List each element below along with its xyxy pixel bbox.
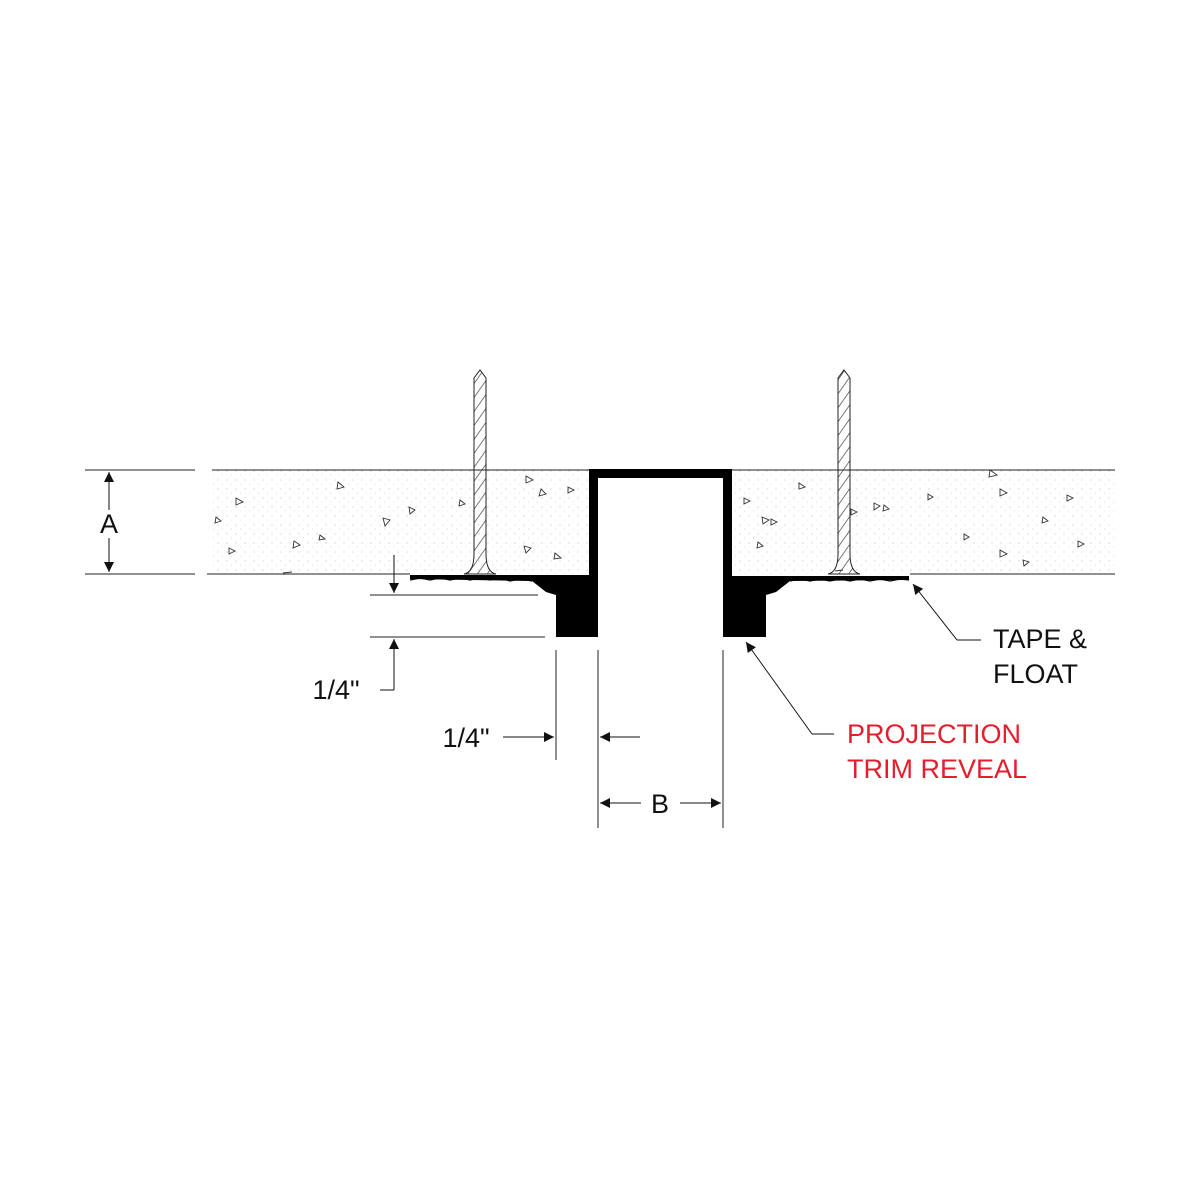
trim-profile [409,469,910,637]
board-face-lines [85,469,1115,575]
dimension-horizontal-offset-label: 1/4" [442,723,489,753]
tape-float-leader [912,583,981,641]
dimension-a-label: A [100,509,118,539]
dimension-vertical-offset [370,555,545,691]
dimension-b [600,650,724,828]
tape-float-label-line1: TAPE & [993,624,1087,654]
wall-board-left [212,470,590,574]
trim-reveal-label-line1: PROJECTION [847,719,1021,749]
dimension-vertical-offset-label: 1/4" [312,675,359,705]
screw-icon-left [463,369,497,575]
trim-reveal-leader [745,641,834,735]
screw-icon-right [827,369,861,575]
dimension-b-label: B [651,789,669,819]
tape-float-label-line2: FLOAT [993,659,1078,689]
wall-board-right [731,470,1115,574]
trim-reveal-label-line2: TRIM REVEAL [847,754,1027,784]
dimension-horizontal-offset [503,650,640,828]
